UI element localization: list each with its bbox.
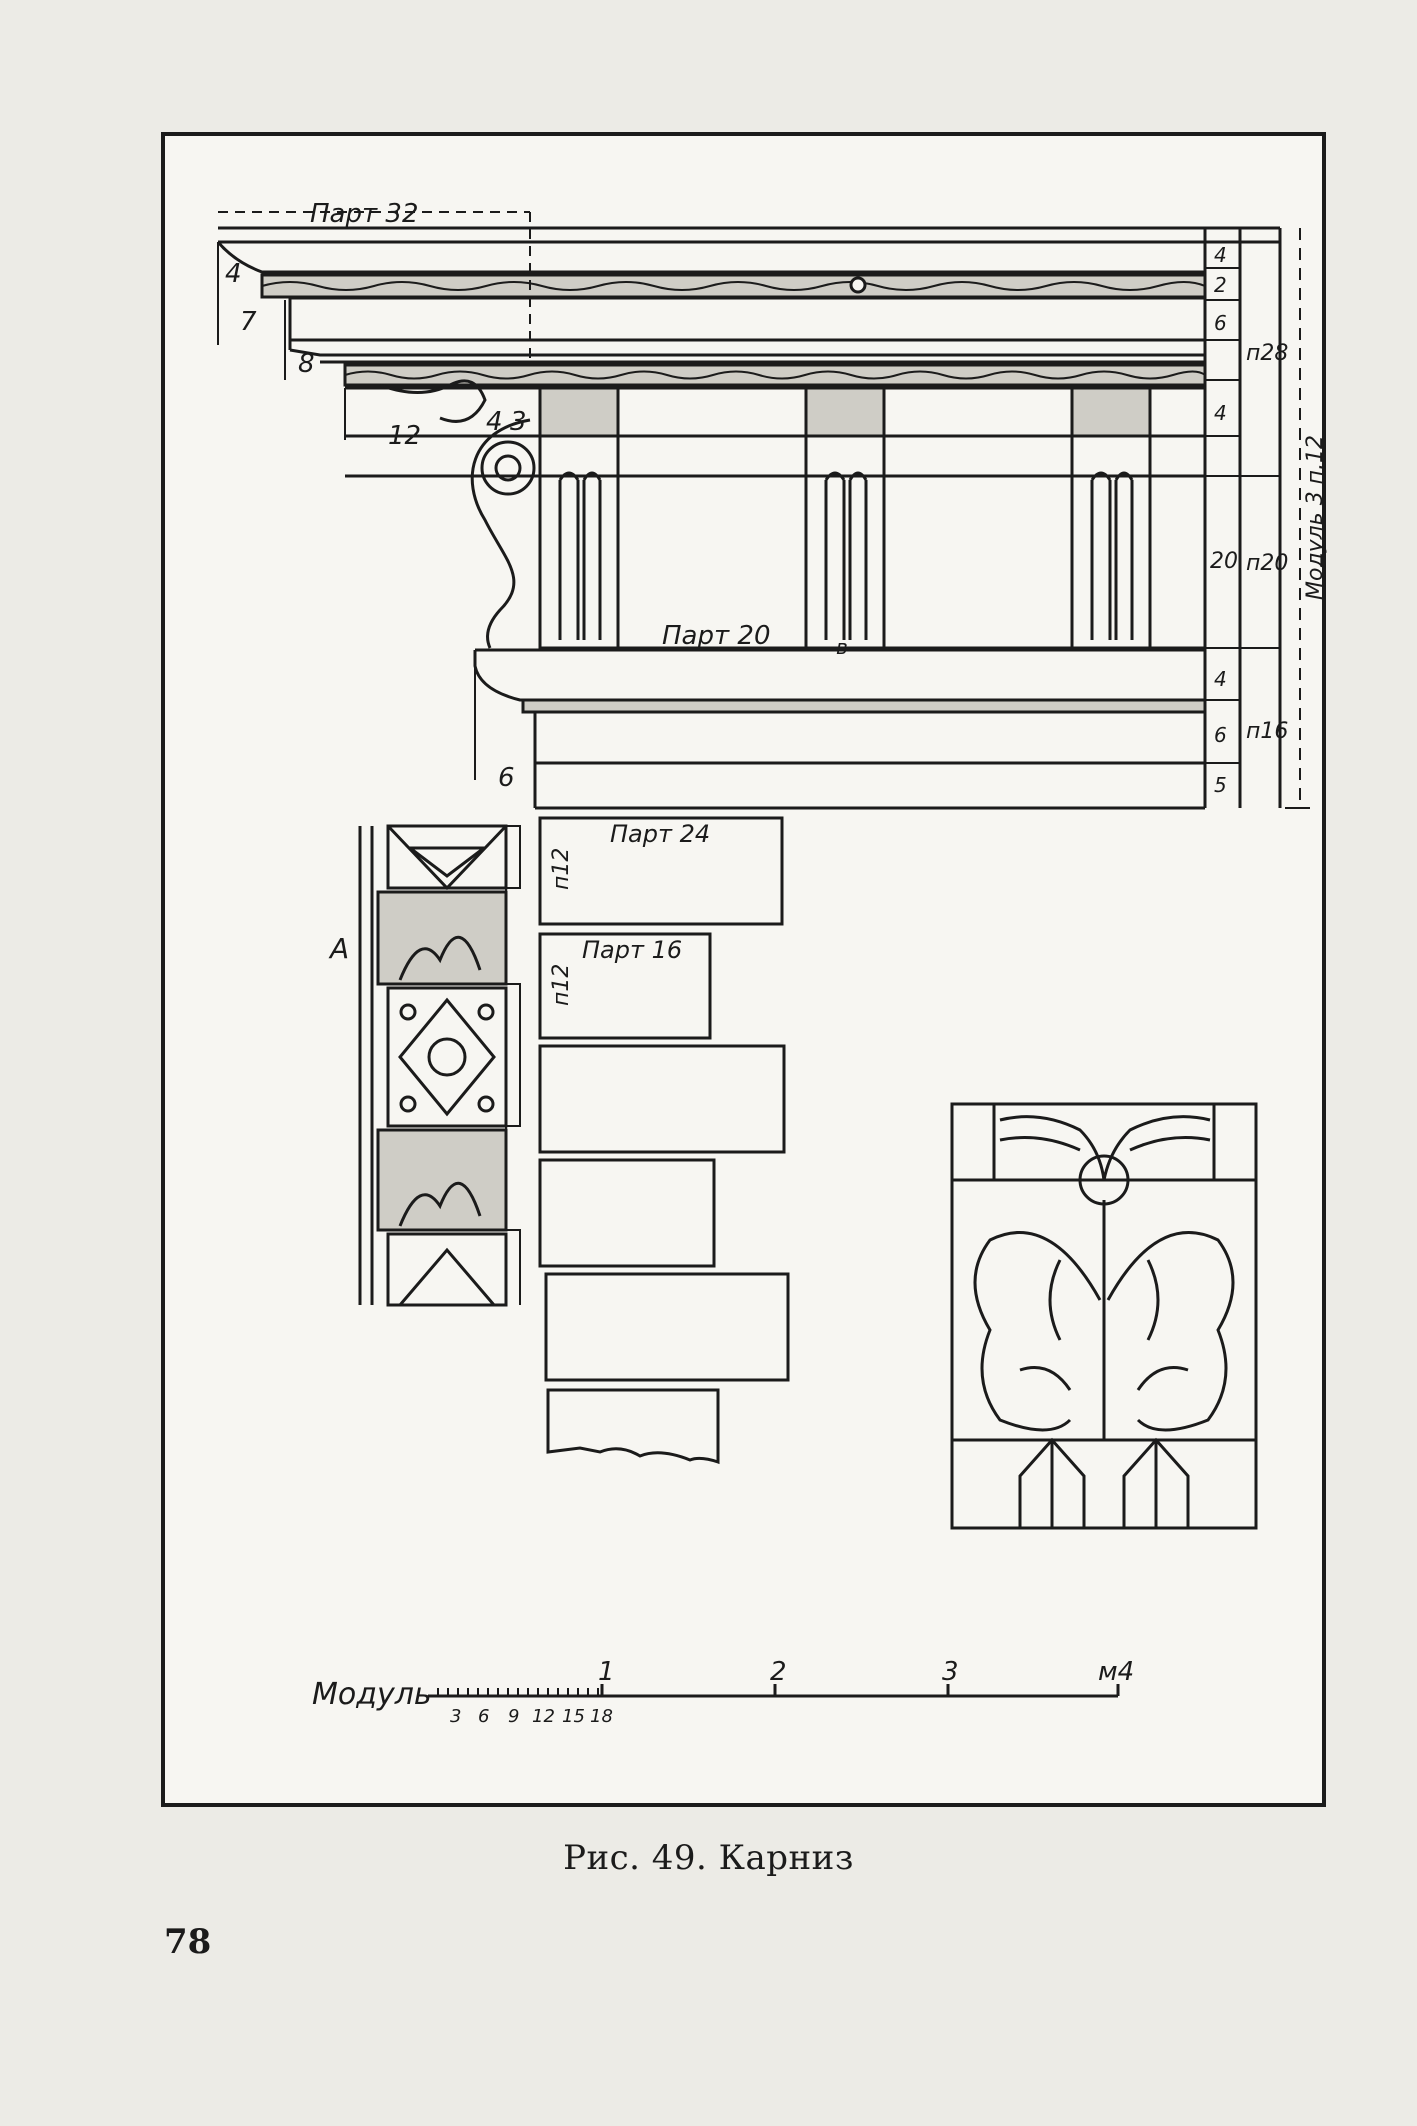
- column-number-7: 6: [1214, 723, 1227, 747]
- module-3-n12-label: Модуль 3 п.12: [1303, 435, 1328, 600]
- letter-a-label: А: [328, 932, 349, 965]
- scale-minor-12: 12: [532, 1706, 555, 1727]
- n16-label: п16: [1246, 719, 1288, 744]
- block-5: [544, 1272, 790, 1382]
- part-16-label: Парт 16: [582, 936, 682, 964]
- cornice-elevation: [216, 211, 1310, 810]
- part-24-block: [538, 816, 784, 926]
- scale-minor-6: 6: [478, 1706, 489, 1727]
- figure-caption: Рис. 49. Карниз: [563, 1838, 854, 1878]
- acanthus-ornament-detail: [950, 1102, 1258, 1530]
- column-number-2: 2: [1214, 273, 1227, 297]
- part-blocks: [538, 816, 790, 1465]
- profile-label-2: 7: [240, 307, 257, 337]
- soffit-plan: [358, 824, 521, 1307]
- letter-v-label: в: [836, 635, 848, 659]
- profile-label-7: 6: [498, 763, 515, 793]
- profile-label-1: 4: [225, 259, 242, 289]
- module-scale-bar: Модуль 3 6 9 12 15 18 1 2 3 м4: [312, 1657, 1134, 1727]
- n12-label-b: п12: [549, 964, 574, 1006]
- column-number-6: 4: [1214, 667, 1227, 691]
- column-number-8: 5: [1214, 773, 1227, 797]
- scale-minor-3: 3: [450, 1706, 461, 1727]
- page-number: 78: [164, 1922, 212, 1962]
- profile-label-5: 4: [486, 407, 503, 437]
- part-16-block: [538, 932, 712, 1040]
- scale-major-1: 1: [598, 1657, 615, 1687]
- scale-minor-18: 18: [590, 1706, 613, 1727]
- scale-title: Модуль: [312, 1677, 432, 1712]
- scale-minor-9: 9: [508, 1706, 519, 1727]
- part-32-label: Парт 32: [310, 199, 418, 229]
- scale-minor-15: 15: [562, 1706, 585, 1727]
- profile-label-3: 8: [298, 349, 315, 379]
- part-24-label: Парт 24: [610, 820, 710, 848]
- column-number-3: 6: [1214, 311, 1227, 335]
- scale-major-3: 3: [942, 1657, 959, 1687]
- column-number-1: 4: [1214, 243, 1227, 267]
- n28-label: п28: [1246, 341, 1288, 366]
- elevation-labels: Парт 32 Парт 20 в 4 7 8 12 4 3 6 4 2 6 4…: [225, 199, 1328, 797]
- n20-label: п20: [1246, 551, 1288, 576]
- scale-major-2: 2: [770, 1657, 787, 1687]
- block-6: [546, 1388, 720, 1465]
- part-20-label: Парт 20: [662, 621, 770, 651]
- modillion-row: [217, 242, 1152, 780]
- block-3: [538, 1044, 786, 1154]
- column-number-5: 20: [1210, 549, 1238, 574]
- scale-major-4: м4: [1098, 1657, 1134, 1687]
- n12-label-a: п12: [549, 848, 574, 890]
- block-4: [538, 1158, 716, 1268]
- column-number-4: 4: [1214, 401, 1227, 425]
- profile-label-4: 12: [388, 421, 421, 451]
- profile-label-6: 3: [510, 407, 527, 437]
